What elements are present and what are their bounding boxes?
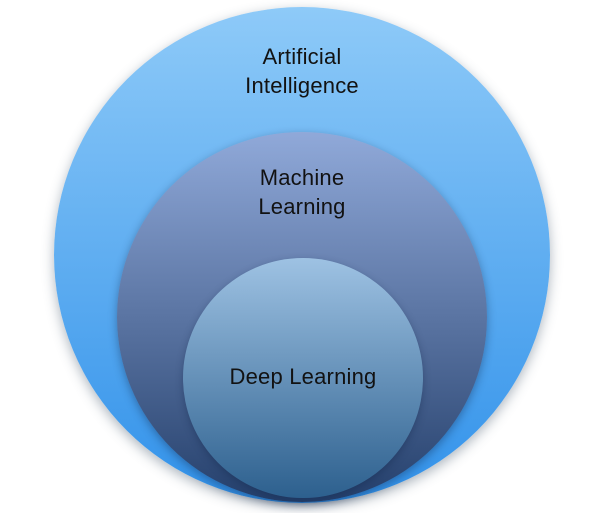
circle-deep-learning bbox=[183, 258, 423, 498]
label-deep-learning: Deep Learning bbox=[229, 364, 377, 389]
label-machine-learning: Machine Learning bbox=[258, 165, 346, 219]
label-artificial-intelligence: Artificial Intelligence bbox=[245, 44, 359, 98]
